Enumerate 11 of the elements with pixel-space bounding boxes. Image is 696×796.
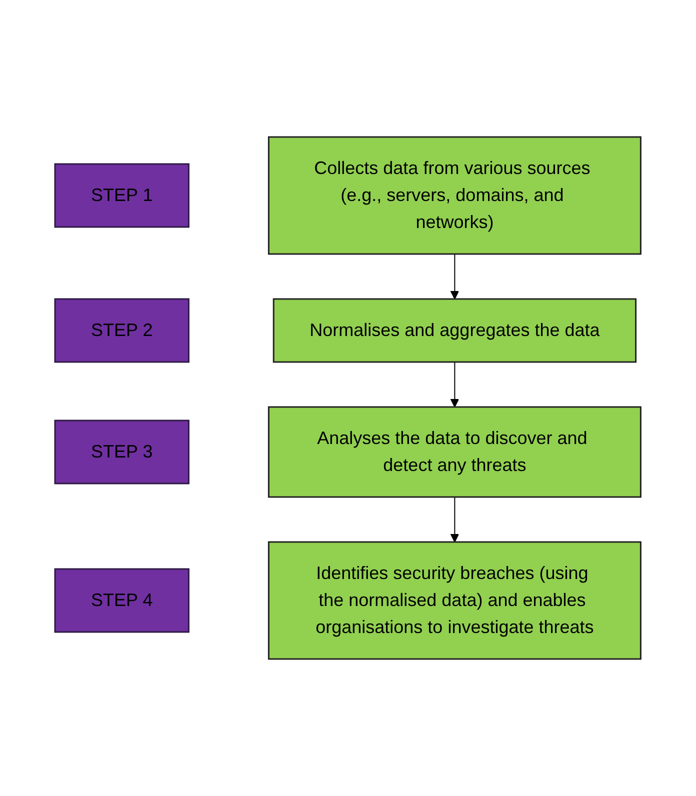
arrow <box>450 496 460 542</box>
node-box: Analyses the data to discover and detect any threats <box>268 406 642 498</box>
node-box: STEP 4 <box>54 568 190 633</box>
node-box: STEP 2 <box>54 298 190 363</box>
node-box: STEP 3 <box>54 420 190 484</box>
node-box: STEP 1 <box>54 163 190 228</box>
node-box: Collects data from various sources (e.g., servers, domains, and networks) <box>268 136 642 255</box>
node-box: Identifies security breaches (using the normalised data) and enables organisations to investigate threats <box>268 541 642 660</box>
node-box: Normalises and aggregates the data <box>273 298 637 363</box>
arrow <box>450 362 460 408</box>
arrow <box>450 254 460 300</box>
